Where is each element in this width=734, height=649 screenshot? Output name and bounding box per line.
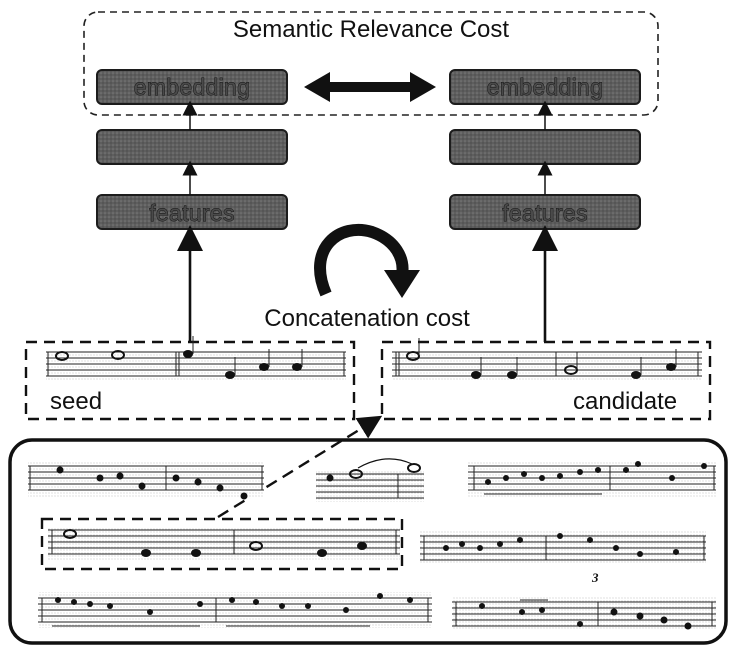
semantic-relevance-frame	[83, 11, 659, 116]
left-embedding-label: embedding	[134, 74, 251, 100]
left-stack: embedding features	[96, 69, 288, 342]
right-stack: embedding features	[449, 69, 641, 342]
corpus-fragment-6	[452, 596, 716, 630]
candidate-staff	[392, 338, 702, 380]
corpus-fragment-5	[38, 592, 432, 628]
seed-box: seed	[24, 336, 356, 421]
left-features-label: features	[149, 200, 235, 226]
semantic-relevance-title: Semantic Relevance Cost	[233, 16, 509, 43]
candidate-box: candidate	[380, 338, 712, 421]
right-embedding-label: embedding	[487, 74, 604, 100]
selected-fragment-frame	[40, 517, 404, 571]
corpus-fragment-1	[28, 462, 264, 500]
right-features-label: features	[502, 200, 588, 226]
seed-label: seed	[50, 388, 102, 415]
concatenation-curved-arrow	[314, 223, 420, 298]
selection-link-arrow	[217, 415, 383, 519]
corpus-fragment-3	[468, 461, 716, 498]
right-hidden-box	[449, 129, 641, 165]
corpus-fragment-2	[316, 458, 424, 502]
tuplet-number: 3	[591, 570, 599, 585]
left-hidden-box	[96, 129, 288, 165]
selected-fragment	[48, 528, 400, 560]
corpus-fragment-4	[420, 530, 706, 564]
embedding-comparison-arrow	[304, 72, 436, 102]
candidate-label: candidate	[573, 388, 677, 415]
concatenation-cost-label: Concatenation cost	[264, 305, 470, 332]
seed-staff	[46, 336, 346, 380]
